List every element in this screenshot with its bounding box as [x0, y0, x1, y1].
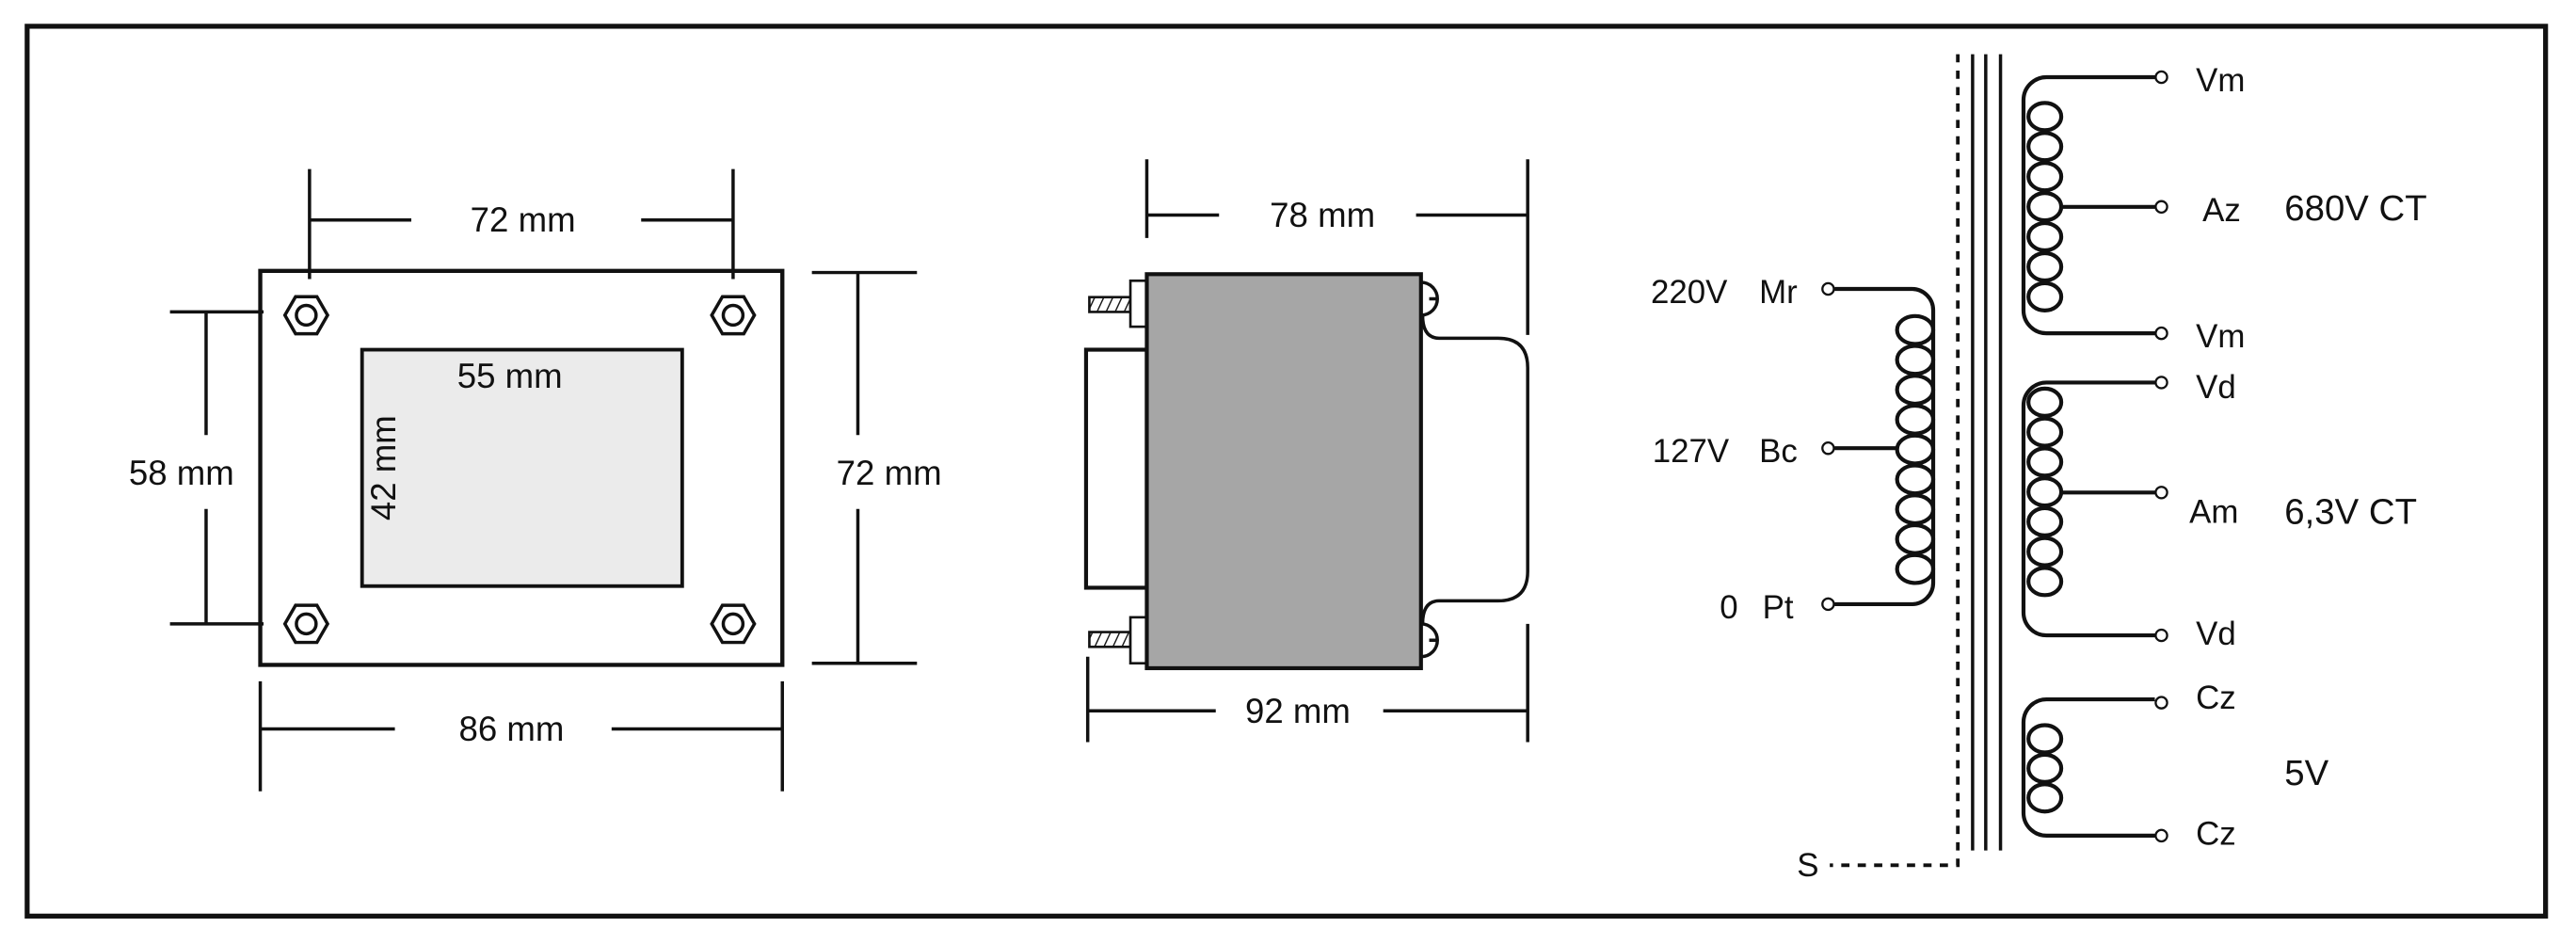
secondary-filament-winding: Vd Am Vd 6,3V CT: [2021, 369, 2417, 652]
lead-az: Az: [2202, 192, 2241, 229]
terminal-bc[interactable]: [1821, 440, 1835, 456]
coil-turn: [2026, 161, 2064, 193]
dimension-label: 92 mm: [1245, 692, 1351, 730]
terminal-vm-bottom[interactable]: [2154, 326, 2168, 341]
transformer-core: [1971, 54, 2003, 851]
filament-rating: 6,3V CT: [2284, 492, 2417, 533]
dimension-height: 72 mm: [811, 270, 942, 665]
coil-turn: [1895, 552, 1936, 585]
primary-lead-pt: Pt: [1763, 589, 1794, 626]
lead-cz-top: Cz: [2196, 680, 2236, 716]
primary-lead-bc: Bc: [1759, 433, 1798, 470]
dimension-label: 86 mm: [458, 710, 564, 748]
coil-turn: [2026, 250, 2064, 283]
primary-lead-mr: Mr: [1759, 274, 1798, 311]
terminal-cz-top[interactable]: [2154, 696, 2168, 710]
shield-line: [1830, 54, 1960, 868]
coil-turn: [2026, 476, 2064, 508]
lead-wire-loop: [1420, 314, 1529, 624]
terminal-mr[interactable]: [1821, 281, 1835, 296]
primary-voltage-127: 127V: [1653, 433, 1730, 470]
coil-turn: [2026, 280, 2064, 312]
coil-turn: [2026, 782, 2064, 814]
lead-vm-bottom: Vm: [2196, 318, 2245, 355]
inner-height-label: 42 mm: [364, 415, 403, 520]
shield-label: S: [1797, 847, 1818, 884]
schematic: S 220V Mr 127V Bc 0 Pt Vm Az Vm 680V C: [1651, 54, 2427, 884]
coil-turn: [2026, 191, 2064, 223]
inner-width-label: 55 mm: [457, 357, 563, 395]
lead-cz-bottom: Cz: [2196, 816, 2236, 853]
terminal-vd-bottom[interactable]: [2154, 628, 2168, 643]
washer: [1128, 279, 1148, 328]
side-view: 78 mm 92 mm: [1083, 159, 1529, 743]
top-view: 72 mm 55 mm 42 mm 58 mm 72 mm 86 mm: [129, 168, 942, 792]
dimension-label: 78 mm: [1270, 196, 1375, 234]
terminal-am[interactable]: [2154, 486, 2168, 500]
threaded-rod: [1088, 631, 1132, 648]
washer: [1128, 616, 1148, 665]
lead-vd-top: Vd: [2196, 369, 2236, 406]
coil-turn: [2026, 131, 2064, 163]
secondary-5v-winding: Cz Cz 5V: [2021, 680, 2329, 853]
screw-head-icon: [1420, 280, 1439, 317]
hex-nut-icon: [282, 295, 330, 336]
dimension-total-width: 92 mm: [1085, 623, 1529, 743]
lead-vd-bottom: Vd: [2196, 616, 2236, 652]
terminal-az[interactable]: [2154, 200, 2168, 215]
terminal-vd-top[interactable]: [2154, 376, 2168, 390]
coil-turn: [2026, 505, 2064, 537]
coil-turn: [2026, 386, 2064, 418]
dimension-label: 72 mm: [471, 200, 576, 239]
coil-turn: [2026, 536, 2064, 568]
inner-window: [360, 347, 684, 588]
coil-turn: [1895, 374, 1936, 407]
screw-head-icon: [1420, 622, 1439, 659]
side-bracket: [1083, 347, 1149, 590]
primary-winding: 220V Mr 127V Bc 0 Pt: [1651, 274, 1936, 626]
coil-turn: [2026, 723, 2064, 755]
coil-turn: [2026, 752, 2064, 784]
primary-voltage-0: 0: [1720, 589, 1737, 626]
secondary-hv-winding: Vm Az Vm 680V CT: [2021, 62, 2427, 355]
coil-turn: [2026, 446, 2064, 478]
coil-turn: [2026, 220, 2064, 253]
hv-rating: 680V CT: [2284, 188, 2426, 229]
transformer-body: [1144, 272, 1423, 671]
hex-nut-icon: [710, 603, 757, 645]
threaded-rod: [1088, 296, 1132, 313]
hex-nut-icon: [282, 603, 330, 645]
coil-turn: [2026, 416, 2064, 448]
dimension-width: 86 mm: [258, 680, 784, 792]
dimension-holes-width: 72 mm: [308, 168, 735, 280]
dimension-body-width: 78 mm: [1144, 159, 1529, 335]
lead-am: Am: [2189, 494, 2238, 531]
dimension-label: 72 mm: [837, 454, 942, 492]
terminal-cz-bottom[interactable]: [2154, 828, 2168, 843]
terminal-vm-top[interactable]: [2154, 70, 2168, 85]
coil-turn: [2026, 566, 2064, 598]
hex-nut-icon: [710, 295, 757, 336]
dimension-label: 58 mm: [129, 454, 234, 492]
primary-voltage-220: 220V: [1651, 274, 1728, 311]
coil-turn: [2026, 101, 2064, 133]
5v-rating: 5V: [2284, 753, 2328, 793]
terminal-pt[interactable]: [1821, 597, 1835, 612]
dimension-holes-height: 58 mm: [129, 310, 264, 626]
lead-vm-top: Vm: [2196, 62, 2245, 99]
